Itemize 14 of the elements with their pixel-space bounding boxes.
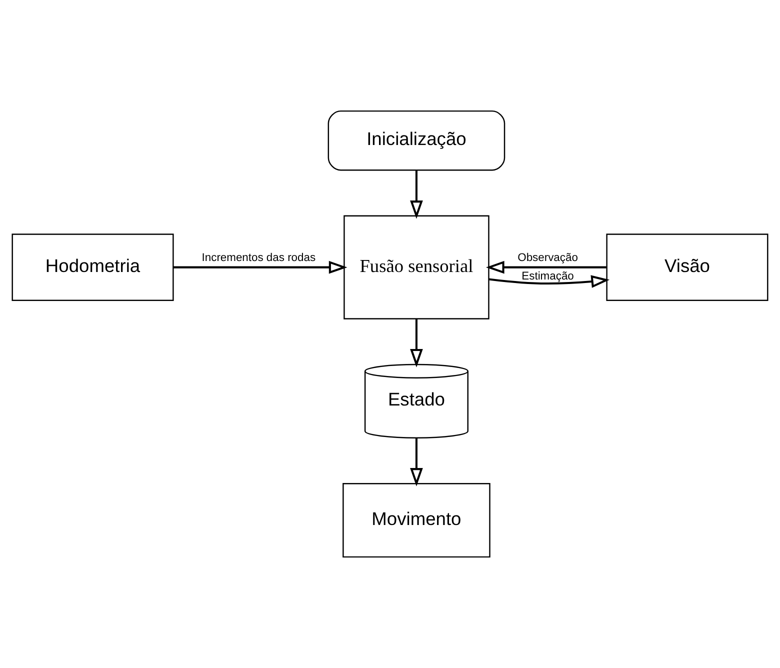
node-box: Visão <box>606 234 768 302</box>
arrow <box>410 170 423 219</box>
node-box: Movimento <box>342 483 490 558</box>
edge-label: Observação <box>518 252 578 264</box>
arrow <box>410 438 423 486</box>
arrow <box>173 260 348 274</box>
arrow <box>488 275 610 288</box>
arrow <box>486 260 606 274</box>
edge-label: Estimação <box>522 270 574 282</box>
edge-label: Incrementos das rodas <box>202 252 316 264</box>
node-box: Hodometria <box>12 234 174 302</box>
node-box: Fusão sensorial <box>344 215 490 320</box>
arrow <box>410 318 423 368</box>
node-box: Inicialização <box>328 110 506 171</box>
